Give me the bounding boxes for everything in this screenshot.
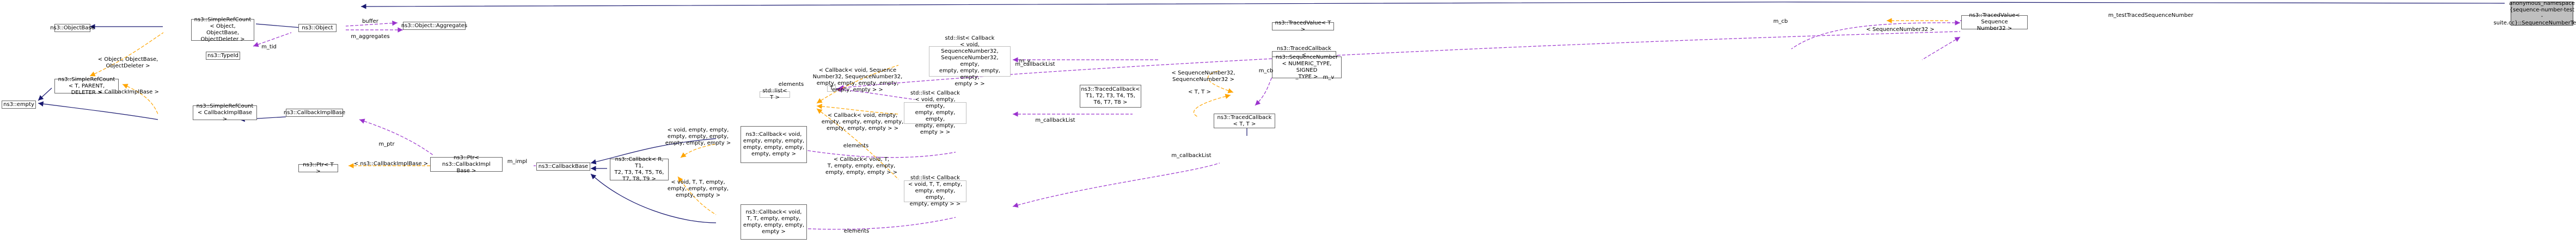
node-object[interactable]: ns3::Object <box>298 24 336 32</box>
edge-sequencenumber-m-v <box>1922 36 1961 60</box>
node-callback-void-t-t[interactable]: ns3::Callback< void, T, T, empty, empty,… <box>741 204 807 240</box>
label-m-callbacklist-3: m_callbackList <box>1171 153 1211 159</box>
edge-traced-callback-8-tt <box>1193 93 1231 117</box>
label-callbackimplbase-template: < ns3::CallbackImplBase > <box>353 161 429 167</box>
node-traced-callback-8[interactable]: ns3::TracedCallback< T1, T2, T3, T4, T5,… <box>1080 85 1141 108</box>
label-m-test-traced-sequence-number: m_testTracedSequenceNumber <box>2108 12 2194 18</box>
node-callbackbase[interactable]: ns3::CallbackBase <box>536 162 590 171</box>
edge-callback-r9-void-empty <box>680 143 717 158</box>
node-callback-void-empty[interactable]: ns3::Callback< void, empty, empty, empty… <box>741 126 807 163</box>
node-list-callback-seqnum32: std::list< Callback < void, SequenceNumb… <box>929 35 1011 87</box>
label-elements-1: elements <box>843 143 869 149</box>
edge-empty-to-simplerefcount-tpl <box>38 87 52 101</box>
edge-typeid-m-tid <box>253 32 292 47</box>
label-m-callbacklist-2: m_callbackList <box>1035 117 1075 123</box>
node-empty[interactable]: ns3::empty <box>2 101 36 109</box>
edge-cbimplbase-m-ptr <box>359 118 433 155</box>
label-elements-T: elements <box>778 82 804 87</box>
node-simplerefcount-object[interactable]: ns3::SimpleRefCount < Object, ObjectBase… <box>191 17 254 42</box>
label-m-v-top: m_v <box>1019 58 1031 64</box>
label-seqnum-traced-callback: < SequenceNumber32, SequenceNumber32 > <box>1171 70 1235 83</box>
node-callbackimplbase[interactable]: ns3::CallbackImplBase <box>284 109 345 117</box>
node-simplerefcount-callbackimplbase[interactable]: ns3::SimpleRefCount < CallbackImplBase > <box>193 103 257 122</box>
edge-simplerefcount-tpl-cbimplbase <box>122 84 158 115</box>
edge-traced-callback-seqnum-m-cb <box>1791 20 1961 49</box>
edge-callback-void-empty-elements <box>778 144 956 158</box>
node-list-callback-void-t: std::list< Callback < void, T, T, empty,… <box>904 175 966 207</box>
node-ptr-t[interactable]: ns3::Ptr< T > <box>298 162 338 174</box>
edge-callbackbase-to-callback-void-t <box>590 173 717 223</box>
edge-list-t-void-t <box>816 108 899 180</box>
label-callback-void-t: < Callback< void, T, T, empty, empty, em… <box>825 157 898 176</box>
label-m-cb-mid: m_cb <box>1258 68 1274 74</box>
node-list-callback-void-empty: std::list< Callback < void, empty, empty… <box>904 90 966 135</box>
label-buffer: buffer <box>362 18 378 24</box>
label-void-t-template: < void, T, T, empty, empty, empty, empty… <box>667 179 729 198</box>
label-elements-2: elements <box>843 228 870 234</box>
edge-simplerefcount-tpl-obj <box>89 32 164 77</box>
node-callback-r-t1-t9[interactable]: ns3::Callback< R, T1, T2, T3, T4, T5, T6… <box>610 157 669 182</box>
edge-traced-callback-8-seqnum <box>1207 70 1234 93</box>
node-traced-callback-t-t[interactable]: ns3::TracedCallback < T, T > <box>1214 114 1275 128</box>
edge-empty-to-simplerefcount-cb <box>38 101 158 120</box>
label-m-cb-top: m_cb <box>1773 18 1788 24</box>
label-m-aggregates: m_aggregates <box>351 34 390 40</box>
node-std-list-t: std::list< T > <box>760 88 790 101</box>
edge-callback-void-t-elements <box>778 217 956 230</box>
label-m-tid: m_tid <box>261 44 277 50</box>
node-ptr-callbackimplbase[interactable]: ns3::Ptr< ns3::CallbackImpl Base > <box>430 155 503 174</box>
node-sequence-number-test-obj: anonymous_namespace {sequence-number-tes… <box>2493 1 2576 26</box>
edge-aggregates-buffer <box>345 20 398 27</box>
edge-callback-r9-void-t <box>677 176 717 215</box>
node-sequencenumber[interactable]: ns3::SequenceNumber < NUMERIC_TYPE, SIGN… <box>1272 54 1342 80</box>
edge-traced-callback-t-m-cb <box>1255 73 1275 106</box>
label-m-v-seq: m_v <box>1323 74 1335 80</box>
label-m-callbacklist-1: m_callbackList <box>1015 61 1055 67</box>
node-tracedvalue-sequencenumber32[interactable]: ns3::TracedValue< Sequence Number32 > <box>1961 12 2028 32</box>
node-objectbase[interactable]: ns3::ObjectBase <box>50 24 95 32</box>
node-object-aggregates[interactable]: ns3::Object::Aggregates <box>401 22 467 30</box>
label-m-impl: m_impl <box>507 159 528 165</box>
node-tracedvalue-t[interactable]: ns3::TracedValue< T > <box>1272 20 1334 33</box>
label-sequencenumber32-tracedvalue: < SequenceNumber32 > <box>1866 27 1935 33</box>
label-callback-void-empty: < Callback< void, empty, empty, empty, e… <box>821 112 904 132</box>
edge-object-to-anon <box>360 1 2505 9</box>
node-T: T <box>827 85 836 92</box>
edge-list-t-seqnum <box>816 65 899 104</box>
label-object-refcount: < Object, ObjectBase, ObjectDeleter > <box>97 57 158 69</box>
label-callback-void-seqnum: < Callback< void, Sequence Number32, Seq… <box>812 67 903 93</box>
label-void-empty-template: < void, empty, empty, empty, empty, empt… <box>665 127 731 146</box>
label-callbackimplbase-refcount: < CallbackImplBase > <box>98 89 159 95</box>
edge-list-t-void-empty <box>816 104 899 115</box>
node-simplerefcount-t-parent-deleter[interactable]: ns3::SimpleRefCount < T, PARENT, DELETER… <box>54 77 119 96</box>
edge-list-void-t-m-callbacklist <box>1012 162 1220 208</box>
edge-T-elements <box>835 87 915 100</box>
node-typeid[interactable]: ns3::TypeId <box>206 52 240 60</box>
label-t-t: < T, T > <box>1188 89 1211 95</box>
edge-callbackbase-to-callback-void-empty <box>590 138 717 165</box>
label-m-ptr: m_ptr <box>378 141 395 147</box>
